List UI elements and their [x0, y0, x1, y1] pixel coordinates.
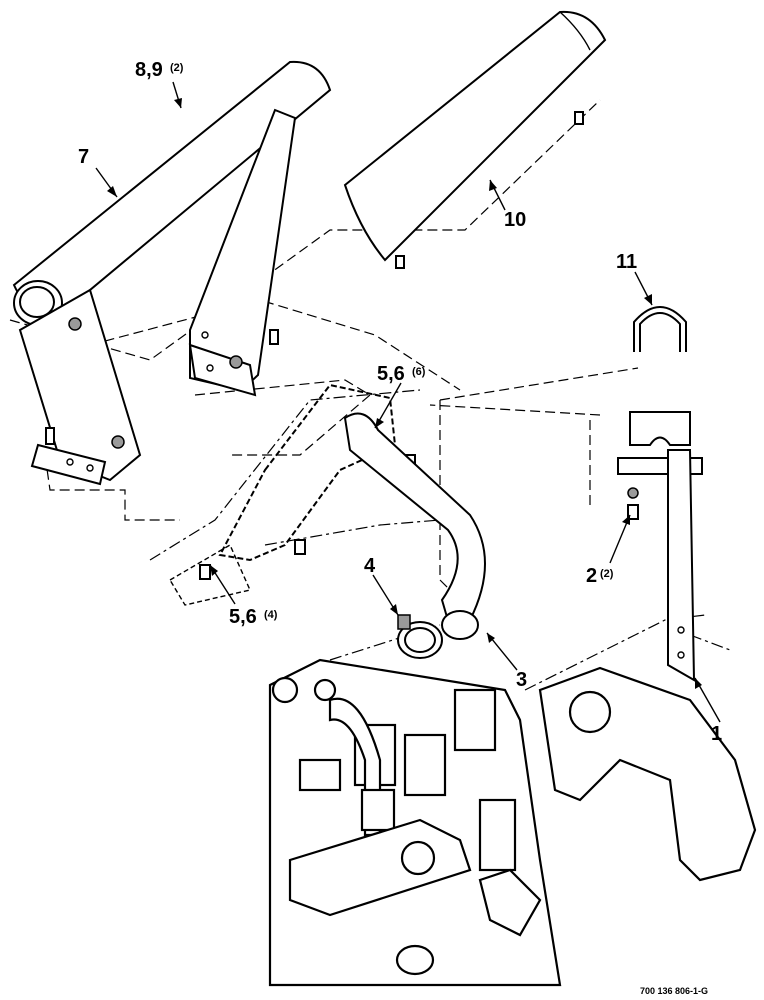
- callout-5-6-upper: 5,6: [377, 363, 405, 385]
- callout-5-6-lower: 5,6: [229, 606, 257, 628]
- callout-8-9: 8,9: [135, 59, 163, 81]
- callout-8-9-qty: (2): [170, 62, 184, 74]
- callout-2: 2: [586, 565, 597, 587]
- part-1-strap: [667, 449, 696, 682]
- part-7-tube: [12, 60, 332, 486]
- engine-assembly: [268, 658, 757, 987]
- leader-lines: [95, 81, 721, 723]
- callout-10: 10: [504, 209, 526, 231]
- callout-11: 11: [616, 251, 637, 273]
- part-4-clamp: [397, 614, 443, 659]
- callout-4: 4: [364, 555, 376, 577]
- figure-id: 700 136 806-1-G: [640, 986, 708, 996]
- part-10-heat-shield: [343, 10, 607, 269]
- callout-7: 7: [78, 146, 89, 168]
- callout-5-6-lower-qty: (4): [264, 609, 278, 621]
- callout-1: 1: [711, 723, 722, 745]
- callout-5-6-upper-qty: (6): [412, 366, 426, 378]
- part-mounting-bracket: [169, 383, 416, 606]
- callout-3: 3: [516, 669, 527, 691]
- part-3-hose: [343, 412, 486, 640]
- callout-2-qty: (2): [600, 568, 614, 580]
- callout-labels: 7 8,9 (2) 10 11 5,6 (6) 5,6 (4) 2 (2) 4 …: [78, 59, 722, 745]
- part-11-u-bolt: [633, 306, 687, 352]
- part-support-bracket: [188, 108, 297, 397]
